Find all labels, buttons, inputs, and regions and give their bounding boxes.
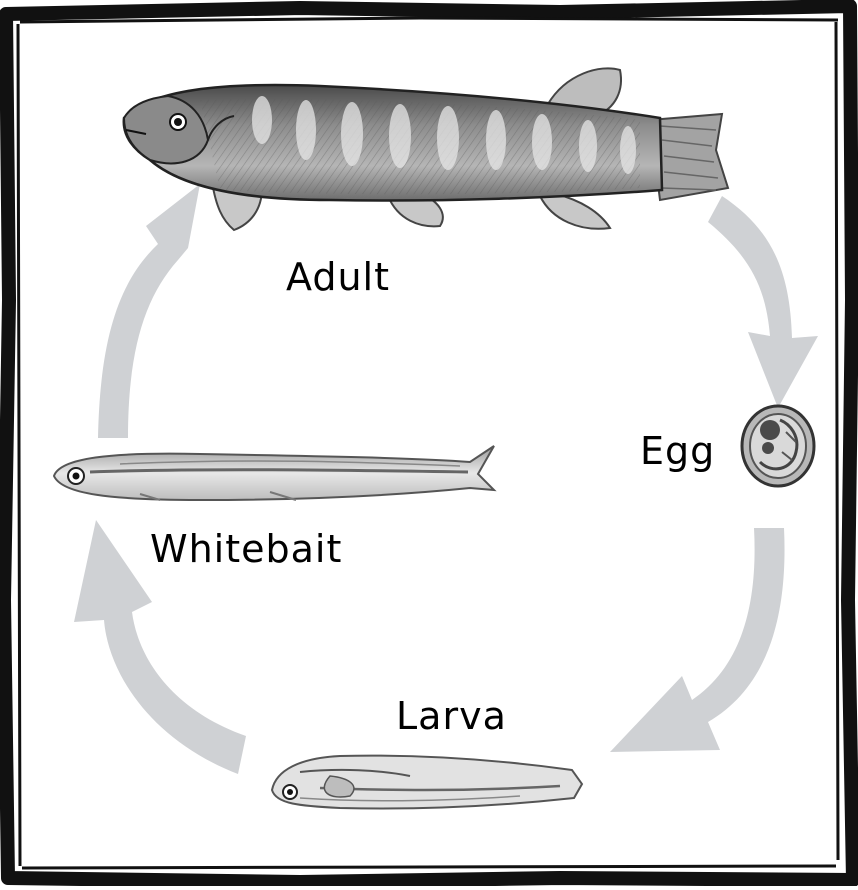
stage-label-egg: Egg (640, 432, 715, 470)
larva-image (272, 756, 582, 809)
stage-label-larva: Larva (396, 697, 507, 735)
egg-image (742, 406, 814, 486)
adult-fish-image (124, 68, 728, 230)
stage-label-whitebait: Whitebait (150, 530, 342, 568)
stage-label-adult: Adult (286, 258, 390, 296)
arrow-adult-to-egg (708, 196, 818, 408)
whitebait-image (54, 446, 494, 500)
arrow-egg-to-larva (610, 528, 785, 752)
arrow-whitebait-to-adult (68, 184, 200, 438)
